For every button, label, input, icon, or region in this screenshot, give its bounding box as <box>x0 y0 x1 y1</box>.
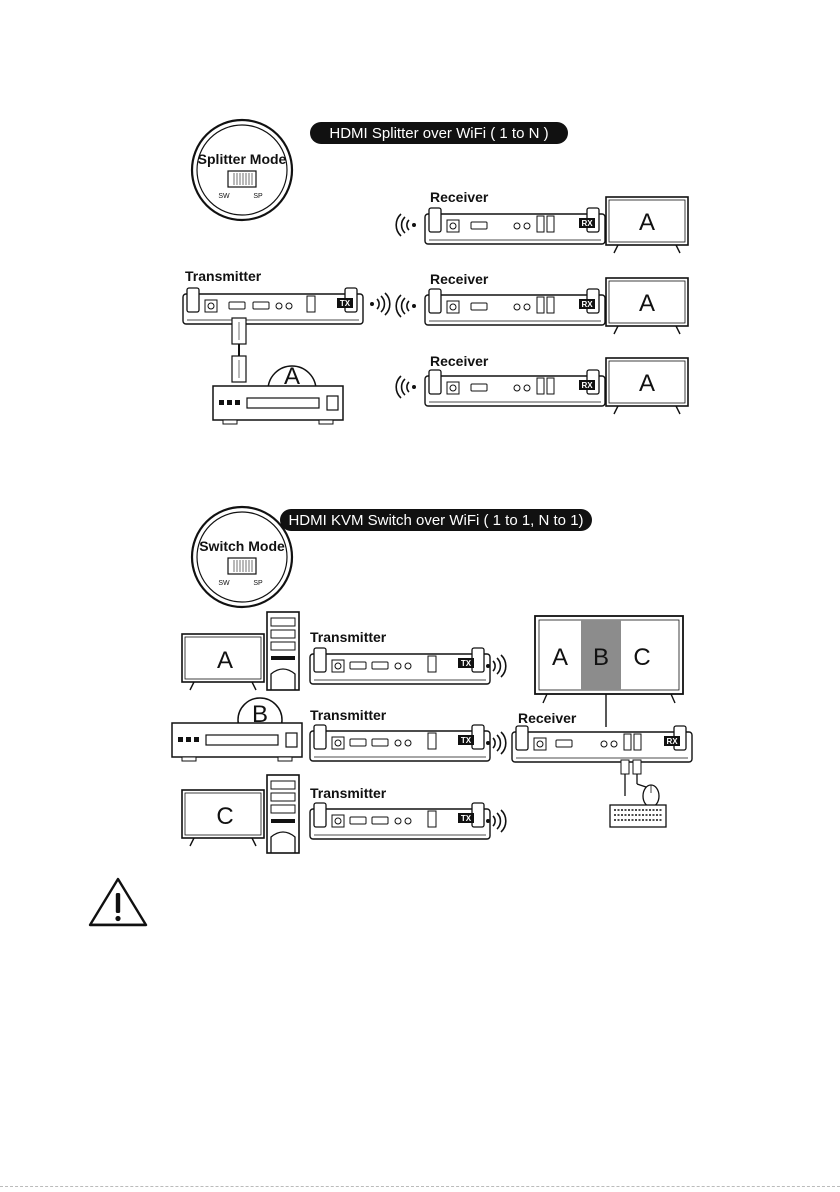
keyboard-icon <box>610 805 666 827</box>
kvm-receiver-label: Receiver <box>518 710 577 726</box>
kvm-transmitter-label-3: Transmitter <box>310 785 387 801</box>
kvm-tx3-tag: TX <box>461 814 472 823</box>
splitter-rx1-tag: RX <box>581 219 593 228</box>
kvm-tx2-tag: TX <box>461 736 472 745</box>
kvm-transmitter-label-1: Transmitter <box>310 629 387 645</box>
page-bottom-rule <box>0 1186 840 1187</box>
kvm-transmitter-3: TX <box>310 803 490 839</box>
splitter-receiver-2: RX <box>425 289 605 325</box>
kvm-title: HDMI KVM Switch over WiFi ( 1 to 1, N to… <box>288 512 583 529</box>
kvm-monitor-a-letter: A <box>552 644 568 671</box>
kvm-switch-right: SP <box>253 580 263 587</box>
splitter-tx-tag-text: TX <box>340 299 351 308</box>
kvm-transmitter-2: TX <box>310 725 490 761</box>
splitter-rx3-tag: RX <box>581 381 593 390</box>
splitter-diagram: HDMI Splitter over WiFi ( 1 to N ) Split… <box>183 120 688 424</box>
splitter-transmitter-label: Transmitter <box>185 268 262 284</box>
splitter-media-player <box>213 386 343 424</box>
splitter-switch-right: SP <box>253 193 263 200</box>
hdmi-cable <box>232 318 246 382</box>
splitter-transmitter: TX <box>183 288 363 324</box>
kvm-transmitter-label-2: Transmitter <box>310 707 387 723</box>
kvm-source-pc-a <box>267 612 299 690</box>
kvm-mode-dial: Switch Mode SW SP <box>192 507 292 607</box>
splitter-rx2-wifi-icon <box>396 295 416 317</box>
kvm-source-tv-c: C <box>182 790 264 846</box>
splitter-tv-3: A <box>606 358 688 414</box>
splitter-receiver-label-1: Receiver <box>430 189 489 205</box>
mouse-icon <box>643 785 659 807</box>
splitter-tv-2: A <box>606 278 688 334</box>
kvm-monitor-c-letter: C <box>633 644 650 671</box>
splitter-title: HDMI Splitter over WiFi ( 1 to N ) <box>329 125 548 142</box>
splitter-mode-dial: Splitter Mode SW SP <box>192 120 292 220</box>
kvm-receiver: RX <box>512 726 692 762</box>
splitter-tv-1: A <box>606 197 688 253</box>
warning-triangle-icon <box>90 879 146 925</box>
splitter-rx2-tag: RX <box>581 300 593 309</box>
kvm-monitor-b-letter: B <box>593 644 609 671</box>
kvm-source-c-letter: C <box>216 803 233 830</box>
splitter-rx3-wifi-icon <box>396 376 416 398</box>
splitter-receiver-label-2: Receiver <box>430 271 489 287</box>
splitter-tv-2-letter: A <box>639 290 655 317</box>
kvm-source-player-b <box>172 723 302 761</box>
splitter-switch-left: SW <box>218 193 230 200</box>
kvm-rx-tag: RX <box>666 737 678 746</box>
splitter-receiver-1: RX <box>425 208 605 244</box>
splitter-mode-title: Splitter Mode <box>198 151 287 167</box>
kvm-transmitter-1: TX <box>310 648 490 684</box>
kvm-source-a-letter: A <box>217 647 233 674</box>
kvm-source-pc-c <box>267 775 299 853</box>
splitter-receiver-label-3: Receiver <box>430 353 489 369</box>
splitter-rx1-wifi-icon <box>396 214 416 236</box>
splitter-tv-3-letter: A <box>639 370 655 397</box>
kvm-source-tv-a: A <box>182 634 264 690</box>
splitter-tv-1-letter: A <box>639 209 655 236</box>
kvm-mode-title: Switch Mode <box>199 538 285 554</box>
kvm-tx1-tag: TX <box>461 659 472 668</box>
kvm-switch-left: SW <box>218 580 230 587</box>
kvm-switch-diagram: HDMI KVM Switch over WiFi ( 1 to 1, N to… <box>172 507 692 853</box>
splitter-tx-wifi-icon <box>370 293 390 315</box>
splitter-receiver-3: RX <box>425 370 605 406</box>
